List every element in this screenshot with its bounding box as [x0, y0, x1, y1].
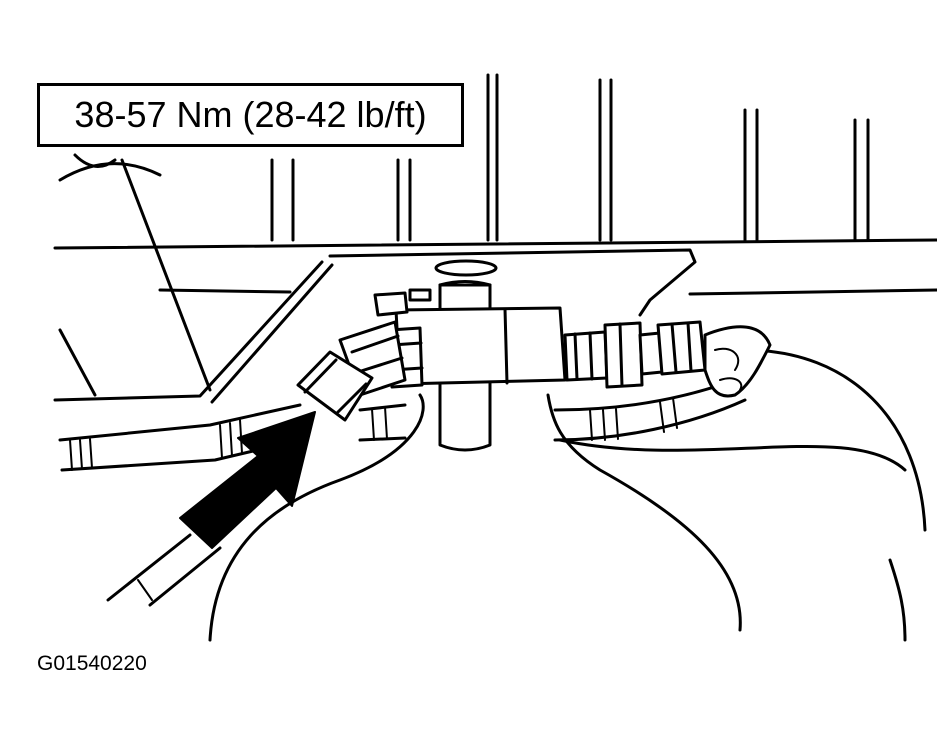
hoses — [58, 378, 747, 472]
indicator-arrow — [179, 411, 316, 549]
vehicle-frame — [53, 73, 937, 397]
mounting-bracket — [53, 248, 697, 404]
wrench-tool — [106, 533, 222, 607]
gas-cylinder — [208, 348, 927, 642]
torque-spec-callout: 38-57 Nm (28-42 lb/ft) — [37, 83, 464, 147]
figure-id-label: G01540220 — [37, 652, 147, 675]
torque-spec-text: 38-57 Nm (28-42 lb/ft) — [74, 94, 427, 135]
callout-leader-line — [120, 158, 212, 392]
valve-assembly — [373, 288, 772, 398]
elbow-fitting — [296, 320, 407, 422]
